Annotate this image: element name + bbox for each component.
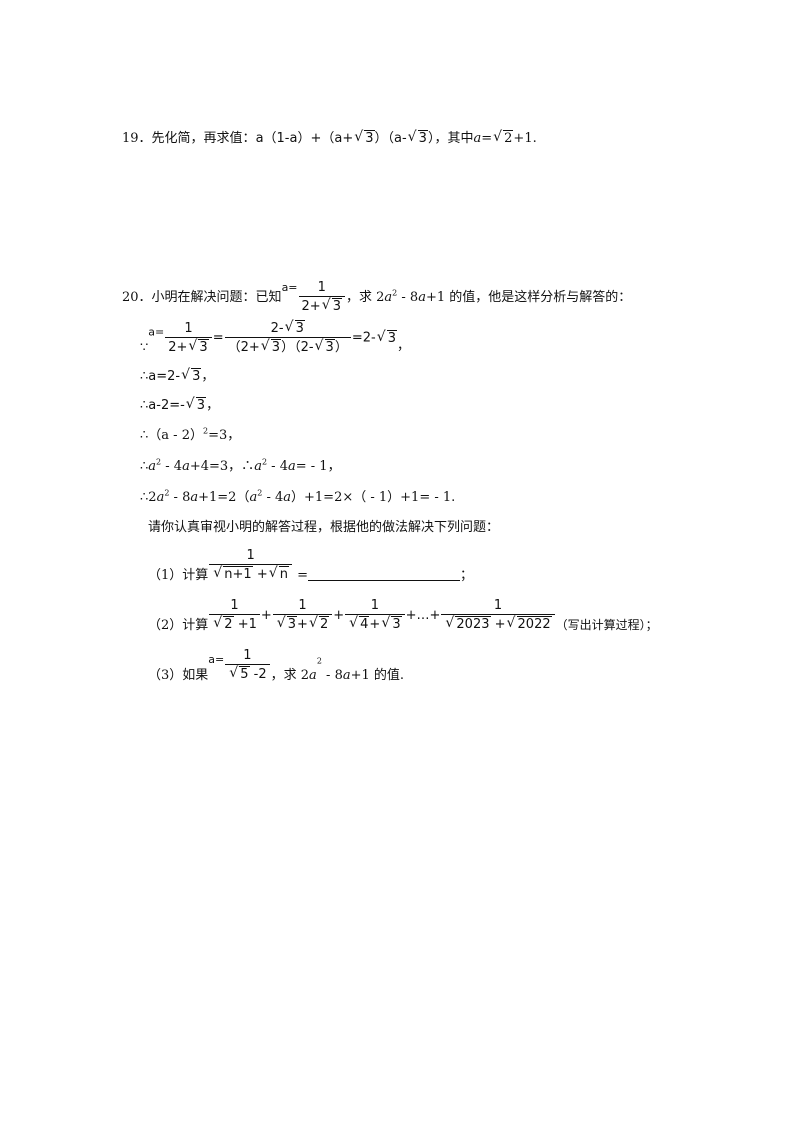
expression-part: ）（a- — [374, 131, 407, 146]
therefore-symbol: ∴ — [140, 369, 149, 384]
question-ask: +1 的值. — [350, 668, 405, 683]
part-1-fraction: 1√n+1 +√n — [209, 548, 292, 583]
step-text: =3， — [208, 428, 241, 443]
part-label: （3）如果 — [148, 668, 209, 683]
step-text: a-2=- — [148, 398, 185, 413]
term-fraction: 1√2023 +√2022 — [441, 598, 555, 633]
step-text: +4=3， — [189, 459, 242, 474]
step-lhs: a= — [148, 325, 165, 339]
part-3: （3）如果a=1√5 -2，求 2a2 - 8a+1 的值. — [148, 648, 404, 684]
given-lhs: a= — [208, 653, 225, 666]
solution-step-5: ∴a2 - 4a+4=3，∴a2 - 4a= - 1， — [140, 457, 341, 475]
part-note: （写出计算过程）； — [555, 618, 658, 632]
equals-sign: = — [292, 568, 308, 583]
variable-a: a — [156, 490, 165, 505]
solution-step-6: ∴2a2 - 8a+1=2（a2 - 4a）+1=2×（ - 1）+1= - 1… — [140, 488, 456, 505]
step-fraction-2: 2-√3（2+√3）（2-√3） — [224, 319, 351, 356]
solution-step-4: ∴（a - 2）2=3， — [140, 426, 241, 444]
step-text: （a - 2） — [148, 428, 203, 443]
expression-part: ），其中 — [427, 131, 474, 146]
term-fraction: 1√4+√3 — [345, 598, 405, 633]
term-fraction: 1√3+√2 — [272, 598, 333, 633]
question-ask: ，求 2 — [270, 668, 310, 683]
plus-sign: + — [333, 608, 345, 623]
step-text: - 4 — [161, 459, 183, 474]
exponent: 2 — [392, 288, 398, 298]
answer-blank[interactable] — [308, 568, 460, 581]
sqrt-3: √3 — [407, 129, 428, 146]
variable-a: a — [342, 668, 351, 683]
sqrt-3: √3 — [354, 129, 375, 146]
therefore-symbol: ∴ — [140, 490, 149, 505]
part-label: （2）计算 — [148, 618, 209, 633]
exponent: 2 — [257, 488, 263, 498]
variable-a: a — [148, 459, 157, 474]
step-text: - 4 — [267, 459, 288, 474]
step-result: =2- — [351, 330, 376, 346]
sqrt-3: √3 — [185, 396, 207, 413]
therefore-symbol: ∴ — [241, 459, 255, 474]
variable-a: a — [254, 459, 262, 474]
question-ask: ，求 2 — [345, 290, 385, 305]
expression-part: a（1-a）+（a+ — [255, 131, 354, 146]
variable-a: a — [249, 490, 258, 505]
step-text: - 8 — [169, 490, 191, 505]
question-ask: - 8 — [397, 290, 419, 305]
exponent: 2 — [316, 656, 322, 666]
step-text: ）+1=2×（ - 1）+1= - 1. — [291, 490, 456, 505]
step-text: - 4 — [262, 490, 284, 505]
exponent: 2 — [261, 457, 268, 467]
exponent: 2 — [156, 457, 162, 467]
step-text: +1=2（ — [198, 490, 250, 505]
expression-part: +1. — [513, 131, 537, 146]
part-label: （1）计算 — [148, 568, 209, 583]
therefore-symbol: ∴ — [140, 398, 149, 413]
comma: ， — [206, 398, 220, 413]
variable-a: a — [283, 490, 292, 505]
variable-a: a — [473, 131, 482, 146]
term-fraction: 1√2 +1 — [209, 598, 260, 633]
solution-step-3: ∴a-2=-√3， — [140, 396, 220, 414]
question-ask: +1 的值，他是这样分析与解答的： — [425, 290, 632, 305]
question-ask: - 8 — [321, 668, 343, 683]
part-3-fraction: 1√5 -2 — [225, 648, 270, 683]
step-text: a=2- — [148, 369, 181, 384]
question-number: 20． — [122, 290, 152, 305]
therefore-symbol: ∴ — [140, 459, 149, 474]
comma: ， — [201, 369, 215, 384]
variable-a: a — [384, 290, 393, 305]
variable-a: a — [309, 668, 317, 683]
solution-step-2: ∴a=2-√3， — [140, 367, 215, 385]
question-19: 19．先化简，再求值：a（1-a）+（a+√3）（a-√3），其中a=√2+1. — [122, 129, 537, 147]
therefore-symbol: ∴ — [140, 428, 149, 443]
given-lhs: a= — [281, 281, 298, 294]
sqrt-3: √3 — [181, 367, 202, 384]
exponent: 2 — [164, 488, 170, 498]
sqrt-3: √3 — [376, 328, 397, 346]
step-text: = - 1， — [295, 459, 341, 474]
sqrt-2: √2 — [493, 129, 514, 146]
equals-sign: = — [481, 131, 493, 146]
equals-sign: = — [212, 330, 224, 346]
ellipsis: +…+ — [405, 608, 441, 623]
comma: ， — [396, 338, 410, 354]
plus-sign: + — [260, 608, 272, 623]
variable-a: a — [287, 459, 296, 474]
instruction-text: 请你认真审视小明的解答过程，根据他的做法解决下列问题： — [148, 520, 500, 535]
question-intro: 小明在解决问题：已知 — [151, 290, 282, 305]
question-intro: 先化简，再求值： — [151, 131, 256, 146]
because-symbol: ∵ — [140, 340, 149, 356]
variable-a: a — [182, 459, 190, 474]
exponent: 2 — [202, 426, 209, 436]
variable-a: a — [190, 490, 199, 505]
question-number: 19． — [122, 131, 152, 146]
punctuation: ； — [460, 568, 474, 583]
variable-a: a — [418, 290, 426, 305]
